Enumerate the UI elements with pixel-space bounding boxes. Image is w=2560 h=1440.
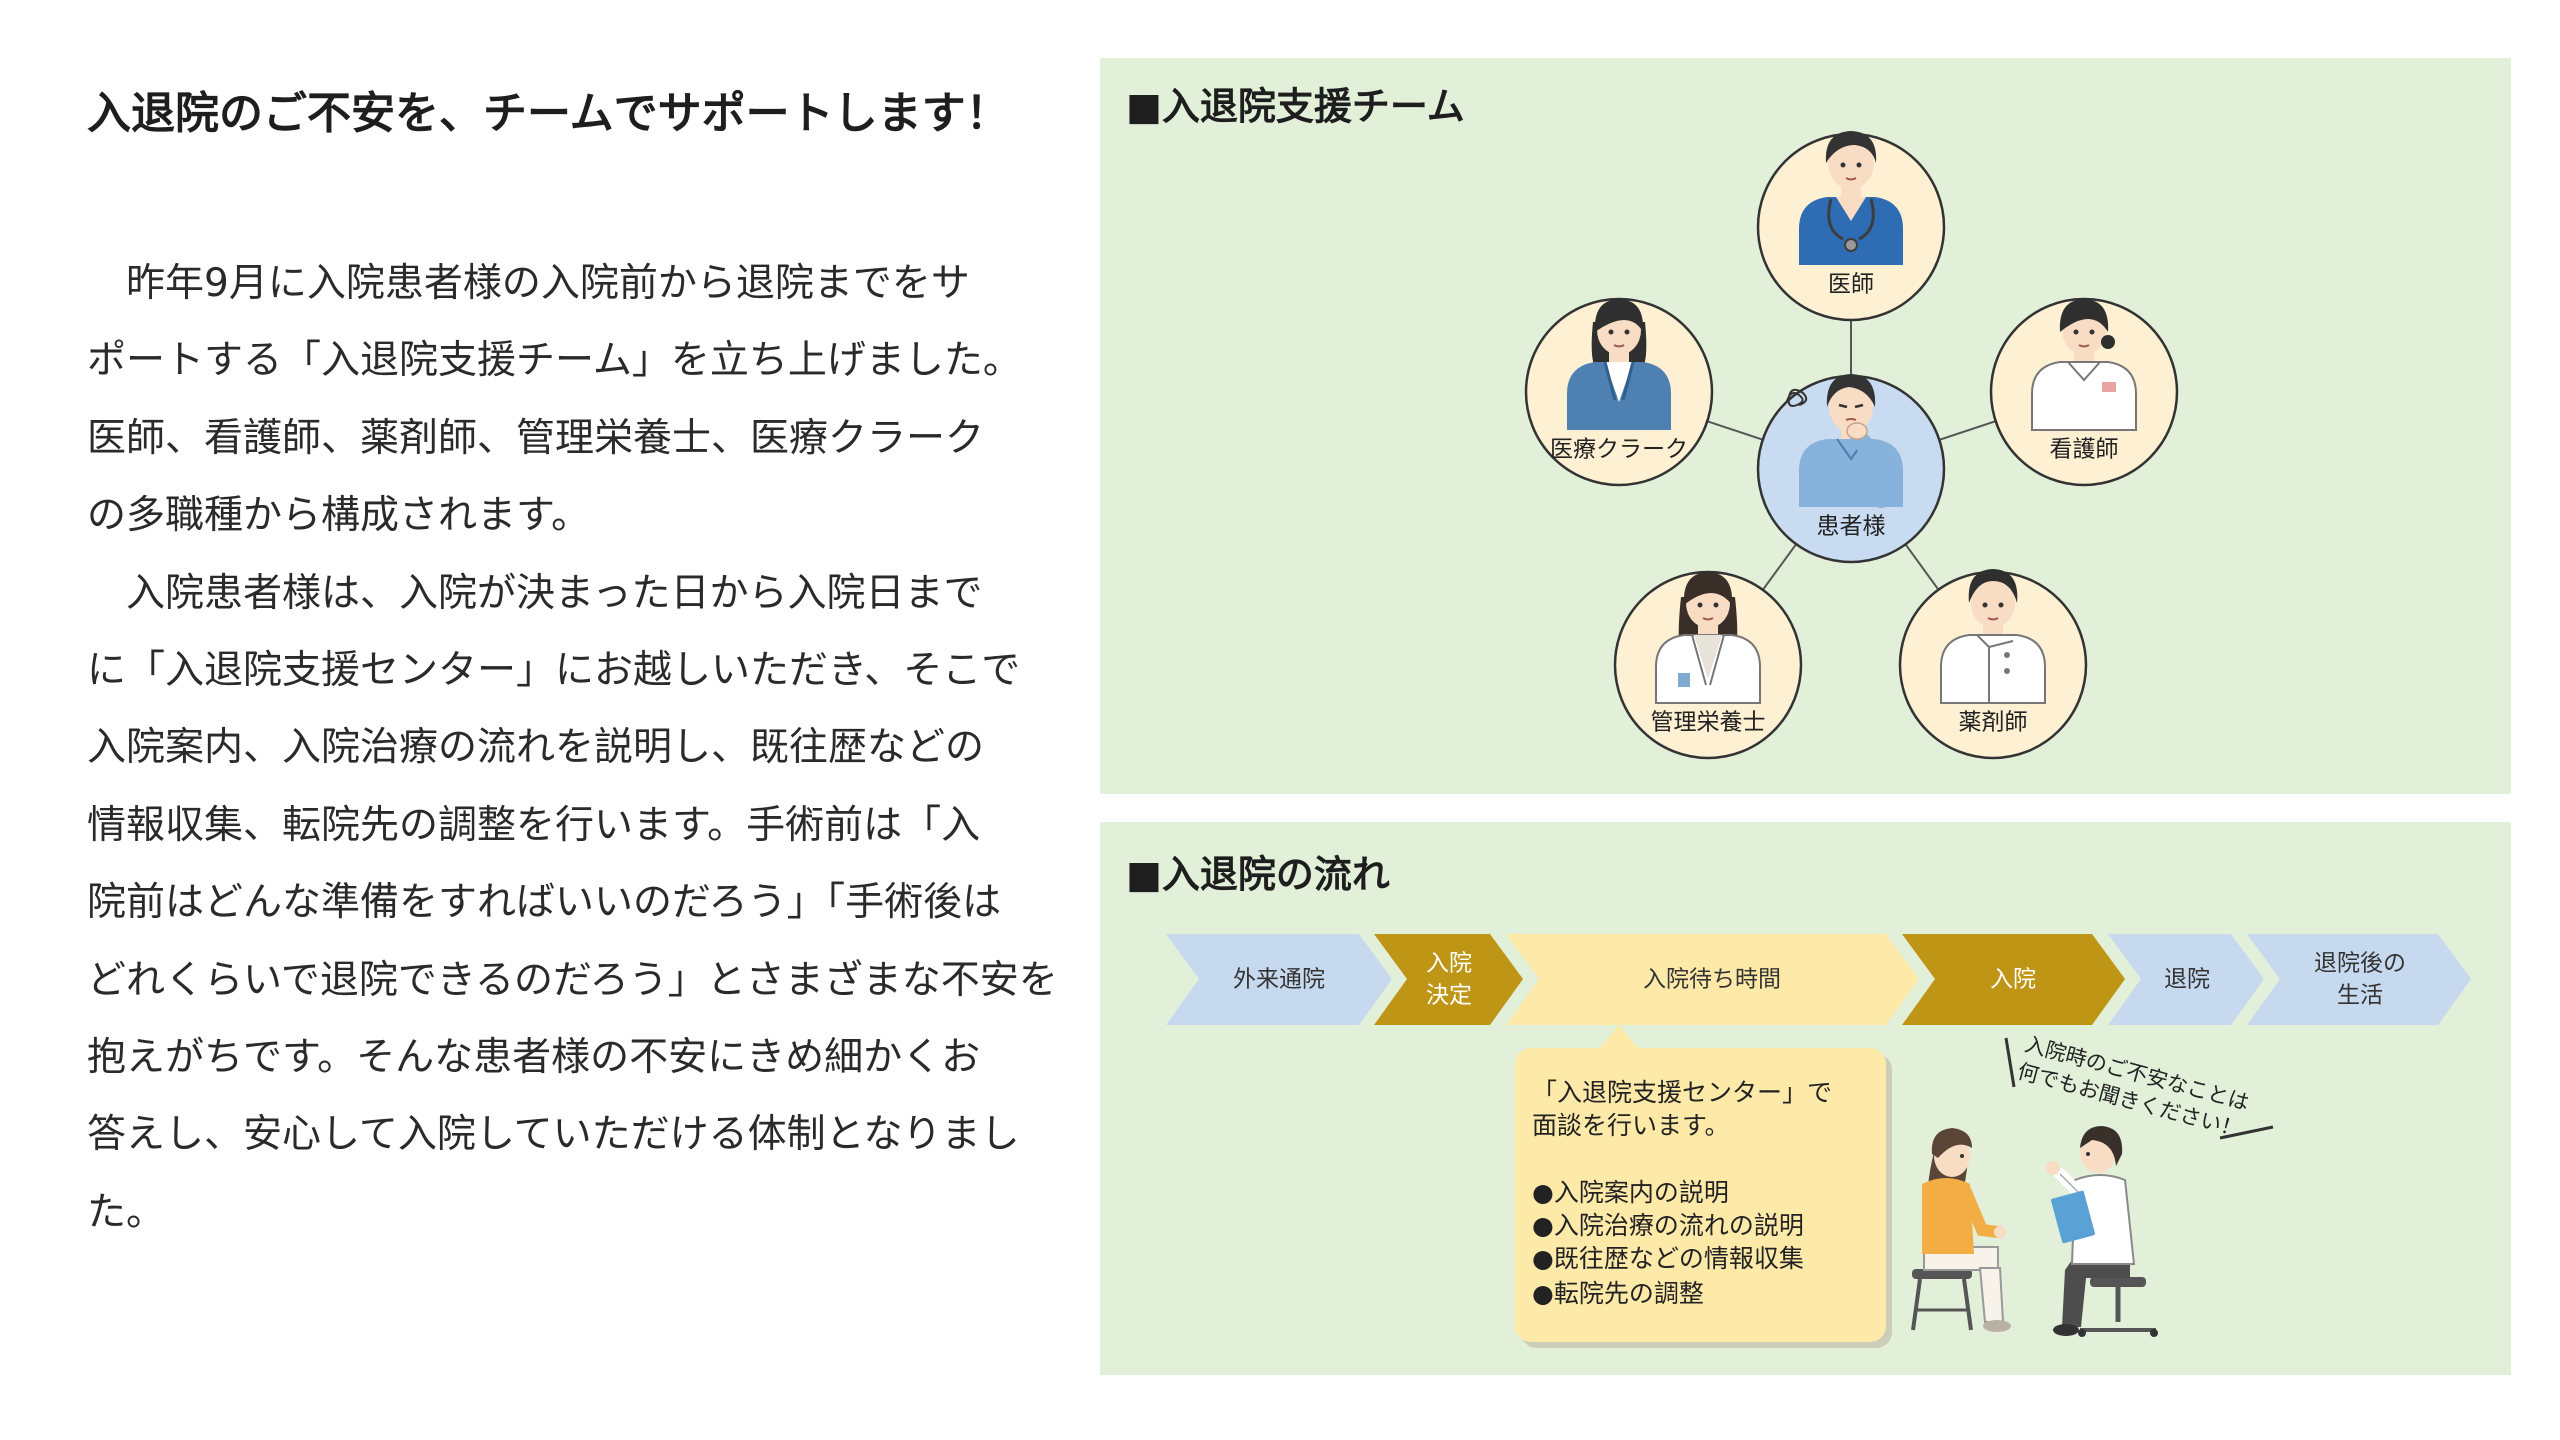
callout-item: ●入院案内の説明 <box>1532 1178 1729 1207</box>
callout-line: 面談を行います。 <box>1532 1111 1730 1140</box>
doctor-label: 医師 <box>1828 272 1874 298</box>
clerk-label: 医療クラーク <box>1550 437 1688 463</box>
body-line: 入院患者様は、入院が決まった日から入院日まで <box>87 570 983 616</box>
callout-item: ●入院治療の流れの説明 <box>1532 1211 1804 1240</box>
step-chevron <box>2247 934 2471 1025</box>
body-line: 医師、看護師、薬剤師、管理栄養士、医療クラーク <box>87 415 985 461</box>
patient-icon <box>1799 374 1903 508</box>
flow-step-admission: 入院 <box>1902 934 2125 1025</box>
flow-panel: ■入退院の流れ 外来通院 入院 決定 入院待ち時間 入院 退院 退院後の 生活 <box>1100 822 2511 1375</box>
flow-step-waiting-period: 入院待ち時間 <box>1506 934 1919 1025</box>
pharmacist-node: 薬剤師 <box>1898 569 2088 760</box>
body-line: 入院案内、入院治療の流れを説明し、既往歴などの <box>87 725 985 771</box>
body-line: 答えし、安心して入院していただける体制となりまし <box>87 1112 1020 1158</box>
callout-item: ●既往歴などの情報収集 <box>1532 1244 1804 1273</box>
step-label: 入院 <box>1426 951 1472 977</box>
clerk-node: 医療クラーク <box>1524 297 1714 487</box>
article-body: 昨年9月に入院患者様の入院前から退院までをサ ポートする「入退院支援チーム」を立… <box>87 245 1087 1251</box>
flow-diagram: ■入退院の流れ 外来通院 入院 決定 入院待ち時間 入院 退院 退院後の 生活 <box>1126 853 2471 1348</box>
callout-item: ●転院先の調整 <box>1532 1279 1704 1308</box>
flow-step-outpatient: 外来通院 <box>1166 934 1392 1025</box>
consultation-speech: 入院時のご不安なことは 何でもお聞きください！ <box>2004 1032 2274 1142</box>
team-diagram: ■入退院支援チーム 医師 <box>1126 85 2179 760</box>
pharmacist-label: 薬剤師 <box>1959 710 2028 736</box>
step-label: 生活 <box>2337 983 2383 1009</box>
patient-label: 患者様 <box>1817 514 1886 540</box>
doctor-icon <box>1799 131 1903 265</box>
dietitian-label: 管理栄養士 <box>1651 710 1766 736</box>
nurse-label: 看護師 <box>2050 437 2119 463</box>
pharmacist-icon <box>1940 569 2046 704</box>
step-chevron <box>2108 934 2264 1025</box>
team-panel: ■入退院支援チーム 医師 <box>1100 58 2511 794</box>
dietitian-node: 管理栄養士 <box>1613 570 1803 760</box>
step-chevron <box>1166 934 1392 1025</box>
patient-node: 患者様 <box>1756 374 1946 564</box>
body-line: 抱えがちです。そんな患者様の不安にきめ細かくお <box>87 1034 981 1080</box>
step-label: 退院 <box>2164 967 2210 993</box>
seated-patient-illustration <box>1911 1128 2011 1332</box>
callout-tail <box>1598 1025 1640 1050</box>
flow-step-discharge: 退院 <box>2108 934 2264 1025</box>
step-label: 入院 <box>1990 967 2036 993</box>
speech-mark <box>2219 1125 2274 1140</box>
body-line: た。 <box>87 1189 166 1235</box>
flow-heading: ■入退院の流れ <box>1126 853 1390 897</box>
body-line: 院前はどんな準備をすればいいのだろう」「手術後は <box>87 880 1002 926</box>
seated-doctor-illustration <box>2046 1126 2158 1337</box>
doctor-node: 医師 <box>1756 131 1946 322</box>
body-line: 昨年9月に入院患者様の入院前から退院までをサ <box>87 261 970 306</box>
body-line: どれくらいで退院できるのだろう」とさまざまな不安を <box>87 957 1058 1003</box>
callout-box <box>1515 1048 1886 1342</box>
body-line: 情報収集、転院先の調整を行います。手術前は「入 <box>87 802 981 848</box>
team-heading: ■入退院支援チーム <box>1126 85 1465 129</box>
flow-step-admission-decision: 入院 決定 <box>1374 934 1523 1025</box>
article-title: 入退院のご不安を、チームでサポートします！ <box>87 88 1010 139</box>
speech-mark <box>2004 1037 2016 1088</box>
callout-line: 「入退院支援センター」で <box>1532 1078 1832 1107</box>
flow-step-after-discharge: 退院後の 生活 <box>2247 934 2471 1025</box>
worry-icon <box>1786 388 1808 407</box>
body-line: の多職種から構成されます。 <box>87 493 591 539</box>
step-label: 退院後の <box>2314 951 2406 977</box>
support-center-callout: 「入退院支援センター」で 面談を行います。 ●入院案内の説明 ●入院治療の流れの… <box>1515 1025 1892 1348</box>
body-line: ポートする「入退院支援チーム」を立ち上げました。 <box>87 338 1022 384</box>
dietitian-icon <box>1655 572 1761 704</box>
clerk-icon <box>1567 299 1671 430</box>
body-line: に「入退院支援センター」にお越しいただき、そこで <box>87 647 1021 693</box>
nurse-node: 看護師 <box>1989 297 2179 487</box>
step-label: 外来通院 <box>1233 967 1325 993</box>
step-label: 決定 <box>1426 983 1472 1009</box>
nurse-icon <box>2031 299 2137 431</box>
step-chevron <box>1902 934 2125 1025</box>
step-label: 入院待ち時間 <box>1643 967 1781 993</box>
step-chevron <box>1506 934 1919 1025</box>
step-chevron <box>1374 934 1523 1025</box>
